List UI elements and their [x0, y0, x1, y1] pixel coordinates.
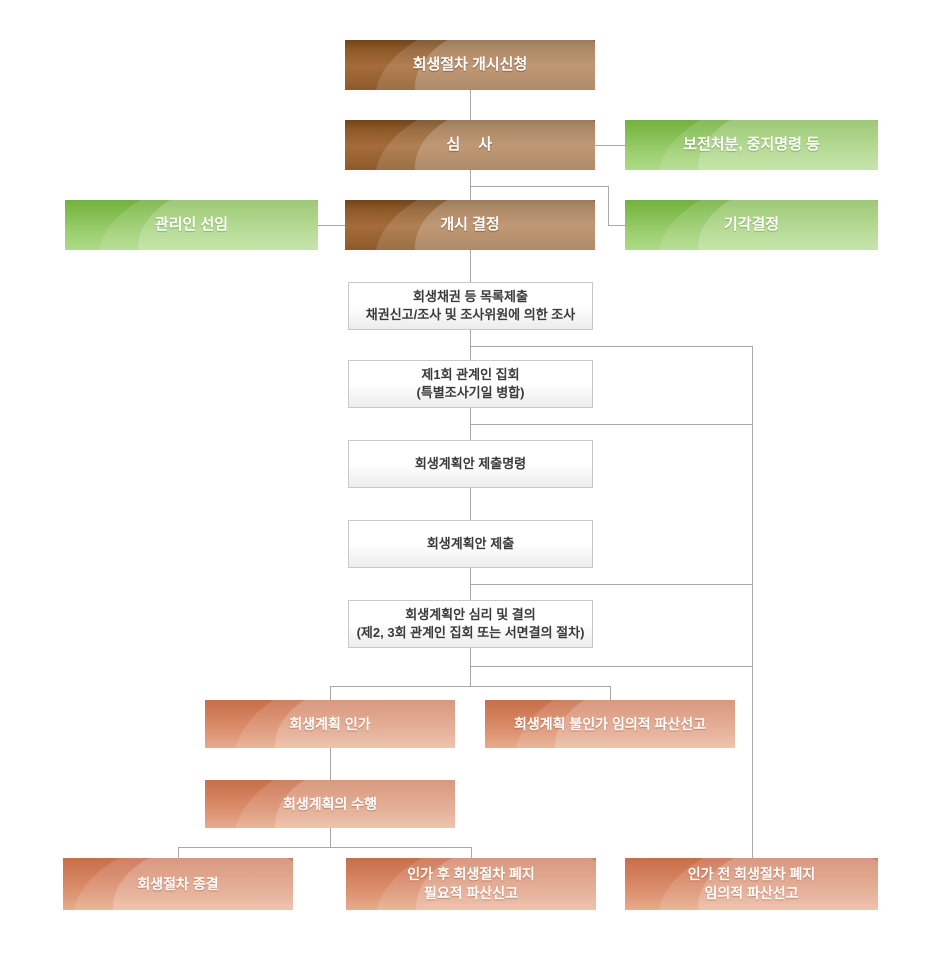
connector [318, 225, 345, 226]
node-plan-submission-label: 회생계획안 제출 [426, 536, 515, 552]
node-plan-approval: 회생계획 인가 [205, 700, 455, 748]
node-dismissal-label: 기각결정 [723, 215, 780, 233]
connector [330, 686, 610, 687]
node-apply: 회생절차 개시신청 [345, 40, 595, 90]
connector [470, 666, 752, 667]
node-plan-approval-label: 회생계획 인가 [289, 715, 371, 732]
node-plan-execution: 회생계획의 수행 [205, 780, 455, 828]
node-custodian: 관리인 선임 [65, 200, 318, 250]
node-abolition-after-label: 인가 후 회생절차 폐지 필요적 파산신고 [407, 866, 535, 901]
connector [610, 686, 611, 700]
connector [178, 847, 471, 848]
node-plan-resolution-label: 회생계획안 심리 및 결의 (제2, 3회 관계인 집회 또는 서면결의 절차) [356, 607, 585, 640]
connector [470, 250, 471, 282]
node-review: 심 사 [345, 120, 595, 170]
connector-bypass [752, 346, 753, 858]
node-first-meeting-label: 제1회 관계인 집회 (특별조사기일 병합) [416, 367, 525, 400]
node-abolition-before: 인가 전 회생절차 폐지 임의적 파산선고 [625, 858, 878, 910]
node-dismissal: 기각결정 [625, 200, 878, 250]
connector [608, 186, 609, 225]
node-custodian-label: 관리인 선임 [154, 215, 229, 233]
connector [330, 828, 331, 847]
connector [470, 648, 471, 686]
connector [330, 686, 331, 700]
node-abolition-after: 인가 후 회생절차 폐지 필요적 파산신고 [346, 858, 596, 910]
node-first-meeting: 제1회 관계인 집회 (특별조사기일 병합) [348, 360, 593, 408]
node-apply-label: 회생절차 개시신청 [412, 55, 528, 73]
node-review-label: 심 사 [446, 135, 494, 153]
connector [470, 330, 471, 360]
node-claims-list: 회생채권 등 목록제출 채권신고/조사 및 조사위원에 의한 조사 [348, 282, 593, 330]
connector [470, 488, 471, 520]
node-preservation: 보전처분, 중지명령 등 [625, 120, 878, 170]
connector [470, 186, 608, 187]
node-plan-disapproval: 회생계획 불인가 임의적 파산선고 [485, 700, 735, 748]
node-plan-submission: 회생계획안 제출 [348, 520, 593, 568]
node-claims-list-label: 회생채권 등 목록제출 채권신고/조사 및 조사위원에 의한 조사 [365, 289, 576, 322]
connector [470, 346, 752, 347]
node-commencement-label: 개시 결정 [440, 215, 500, 233]
connector [471, 847, 472, 858]
node-abolition-before-label: 인가 전 회생절차 폐지 임의적 파산선고 [687, 866, 816, 901]
node-preservation-label: 보전처분, 중지명령 등 [683, 135, 820, 153]
node-plan-resolution: 회생계획안 심리 및 결의 (제2, 3회 관계인 집회 또는 서면결의 절차) [348, 600, 593, 648]
connector [470, 584, 752, 585]
connector [470, 90, 471, 120]
node-plan-execution-label: 회생계획의 수행 [282, 795, 378, 812]
node-procedure-conclusion-label: 회생절차 종결 [137, 875, 219, 892]
connector [595, 145, 625, 146]
connector [178, 847, 179, 858]
node-commencement: 개시 결정 [345, 200, 595, 250]
connector [330, 748, 331, 780]
connector [470, 170, 471, 200]
node-plan-order-label: 회생계획안 제출명령 [414, 456, 527, 472]
node-plan-order: 회생계획안 제출명령 [348, 440, 593, 488]
connector [608, 225, 625, 226]
node-plan-disapproval-label: 회생계획 불인가 임의적 파산선고 [514, 715, 706, 732]
connector [470, 424, 752, 425]
node-procedure-conclusion: 회생절차 종결 [63, 858, 293, 910]
